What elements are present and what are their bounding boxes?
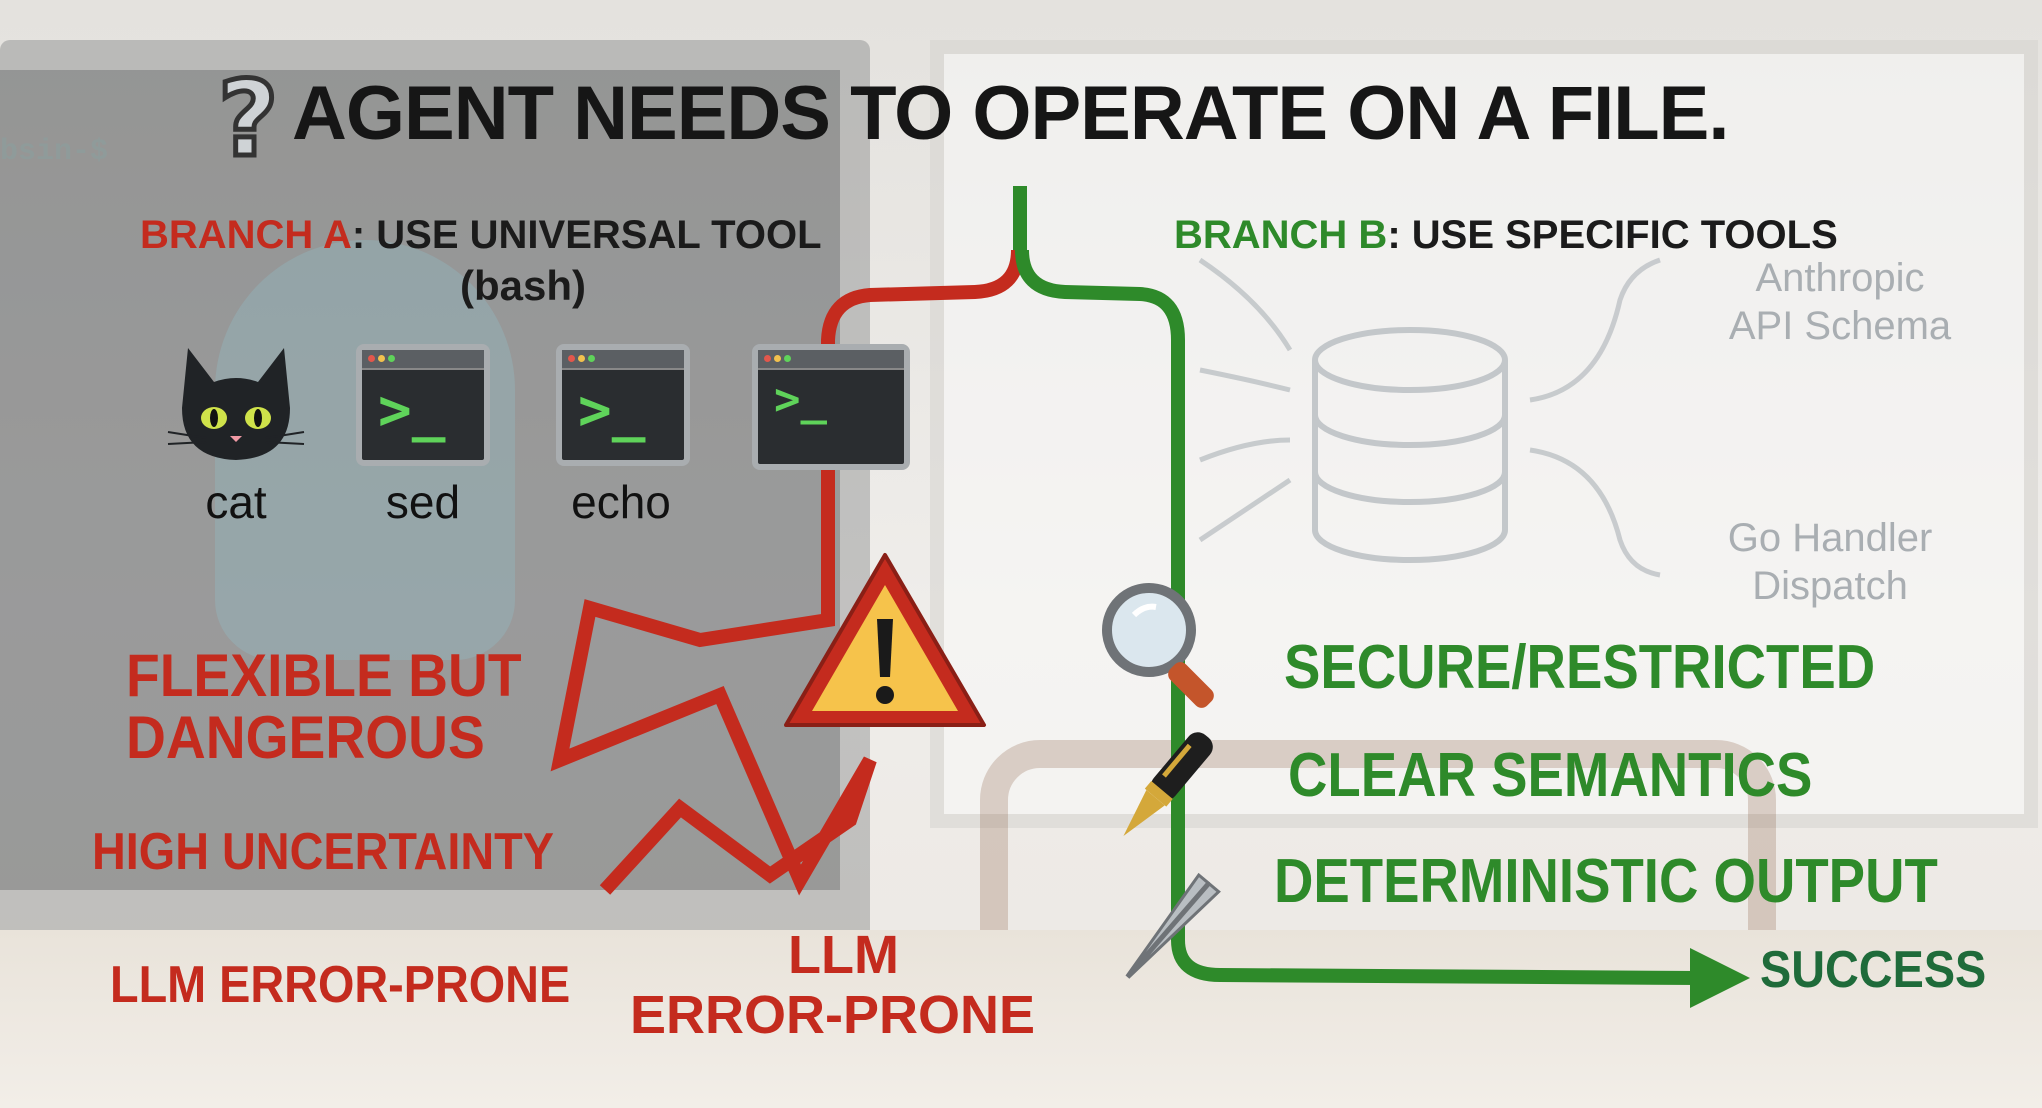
green-path bbox=[1015, 249, 1701, 985]
page-title: AGENT NEEDS TO OPERATE ON A FILE. bbox=[292, 71, 1729, 156]
outcome-flexible-line2: DANGEROUS bbox=[126, 704, 485, 771]
outcome-semantics: CLEAR SEMANTICS bbox=[1288, 741, 1813, 810]
outcome-error-right: LLM ERROR-PRONE bbox=[630, 925, 1035, 1045]
tool-label-sed: sed bbox=[385, 476, 461, 528]
cat-icon bbox=[167, 348, 305, 460]
outcome-flexible: FLEXIBLE BUT DANGEROUS bbox=[126, 645, 522, 769]
branch-a-subtitle: (bash) bbox=[460, 262, 586, 309]
faint-arrow bbox=[1529, 257, 1661, 403]
faint-schema-line2: API Schema bbox=[1728, 304, 1952, 348]
red-path bbox=[550, 249, 1025, 896]
success-label: SUCCESS bbox=[1760, 941, 1987, 999]
pen-icon bbox=[1123, 732, 1213, 836]
terminal-icon: >_ bbox=[356, 344, 490, 466]
outcome-secure: SECURE/RESTRICTED bbox=[1284, 633, 1876, 702]
tool-label-cat: cat bbox=[205, 476, 267, 528]
database-icon bbox=[1312, 327, 1508, 563]
faint-handler-line2: Dispatch bbox=[1752, 564, 1908, 608]
outcome-error-left: LLM ERROR-PRONE bbox=[110, 956, 571, 1014]
branch-a-prefix: BRANCH A bbox=[140, 213, 352, 257]
tool-label-echo: echo bbox=[571, 476, 671, 528]
faint-arrow bbox=[1198, 257, 1293, 352]
outcome-uncertainty: HIGH UNCERTAINTY bbox=[92, 823, 554, 881]
faint-arrow bbox=[1529, 447, 1661, 578]
branch-b-text: : USE SPECIFIC TOOLS bbox=[1387, 213, 1838, 257]
success-arrowhead bbox=[1690, 948, 1750, 1008]
faint-label-schema: Anthropic API Schema bbox=[1690, 254, 1990, 350]
outcome-deterministic: DETERMINISTIC OUTPUT bbox=[1274, 847, 1938, 916]
faint-schema-line1: Anthropic bbox=[1755, 256, 1925, 300]
background-screen bbox=[0, 70, 840, 890]
outcome-flexible-line1: FLEXIBLE BUT bbox=[126, 642, 522, 709]
terminal-icon: >_ bbox=[752, 344, 910, 470]
branch-b-prefix: BRANCH B bbox=[1174, 213, 1388, 257]
outcome-error-right-line2: ERROR-PRONE bbox=[630, 985, 1036, 1045]
faint-handler-line1: Go Handler bbox=[1727, 516, 1933, 560]
faint-label-handler: Go Handler Dispatch bbox=[1690, 514, 1970, 610]
branch-b-heading: BRANCH B: USE SPECIFIC TOOLS bbox=[1174, 213, 1838, 258]
warning-icon bbox=[784, 553, 986, 727]
background-terminal-prompt: bsin-$ bbox=[0, 135, 109, 169]
background-monitor bbox=[0, 40, 870, 940]
background-flow-diagram bbox=[1198, 257, 1661, 578]
faint-arrow bbox=[1198, 477, 1292, 543]
magnifier-icon bbox=[1102, 583, 1214, 708]
faint-arrow bbox=[1199, 367, 1291, 393]
question-mark-icon: ? bbox=[215, 56, 280, 183]
terminal-icon: >_ bbox=[556, 344, 690, 466]
branch-a-text: : USE UNIVERSAL TOOL bbox=[351, 213, 822, 257]
tweezers-icon bbox=[1125, 872, 1221, 979]
faint-arrow bbox=[1199, 437, 1291, 463]
branch-a-heading: BRANCH A: USE UNIVERSAL TOOL bbox=[140, 213, 822, 258]
outcome-error-right-line1: LLM bbox=[788, 925, 899, 985]
